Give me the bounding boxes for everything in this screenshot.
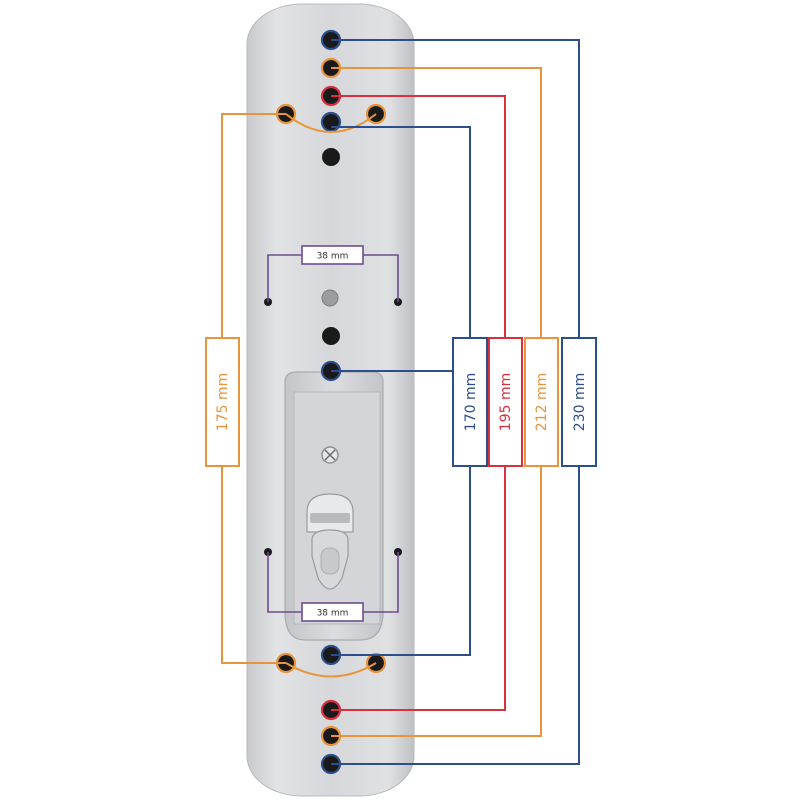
dimension-label-212: 212 mm bbox=[524, 337, 559, 467]
hole-icon bbox=[322, 327, 340, 345]
svg-text:38 mm: 38 mm bbox=[317, 609, 349, 619]
top-arc bbox=[285, 113, 377, 133]
grey-hole-icon bbox=[321, 289, 339, 307]
svg-text:195 mm: 195 mm bbox=[498, 373, 514, 431]
dimension-label-230: 230 mm bbox=[561, 337, 597, 467]
cylinder-icon bbox=[306, 493, 354, 590]
svg-text:38 mm: 38 mm bbox=[317, 252, 349, 262]
spacing-label-top: 38 mm bbox=[301, 245, 364, 265]
hole-icon bbox=[322, 148, 340, 166]
spacing-brackets bbox=[267, 254, 399, 613]
svg-text:230 mm: 230 mm bbox=[572, 373, 588, 431]
spacing-label-bottom: 38 mm bbox=[301, 602, 364, 622]
dimension-leaders bbox=[221, 39, 580, 765]
dimension-label-195: 195 mm bbox=[488, 337, 523, 467]
svg-text:170 mm: 170 mm bbox=[463, 373, 479, 431]
dimension-label-175: 175 mm bbox=[205, 337, 240, 467]
bottom-arc bbox=[285, 662, 377, 678]
svg-text:175 mm: 175 mm bbox=[215, 373, 231, 431]
dimension-label-170: 170 mm bbox=[452, 337, 488, 467]
svg-text:212 mm: 212 mm bbox=[534, 373, 550, 431]
center-screw-icon bbox=[321, 446, 339, 464]
